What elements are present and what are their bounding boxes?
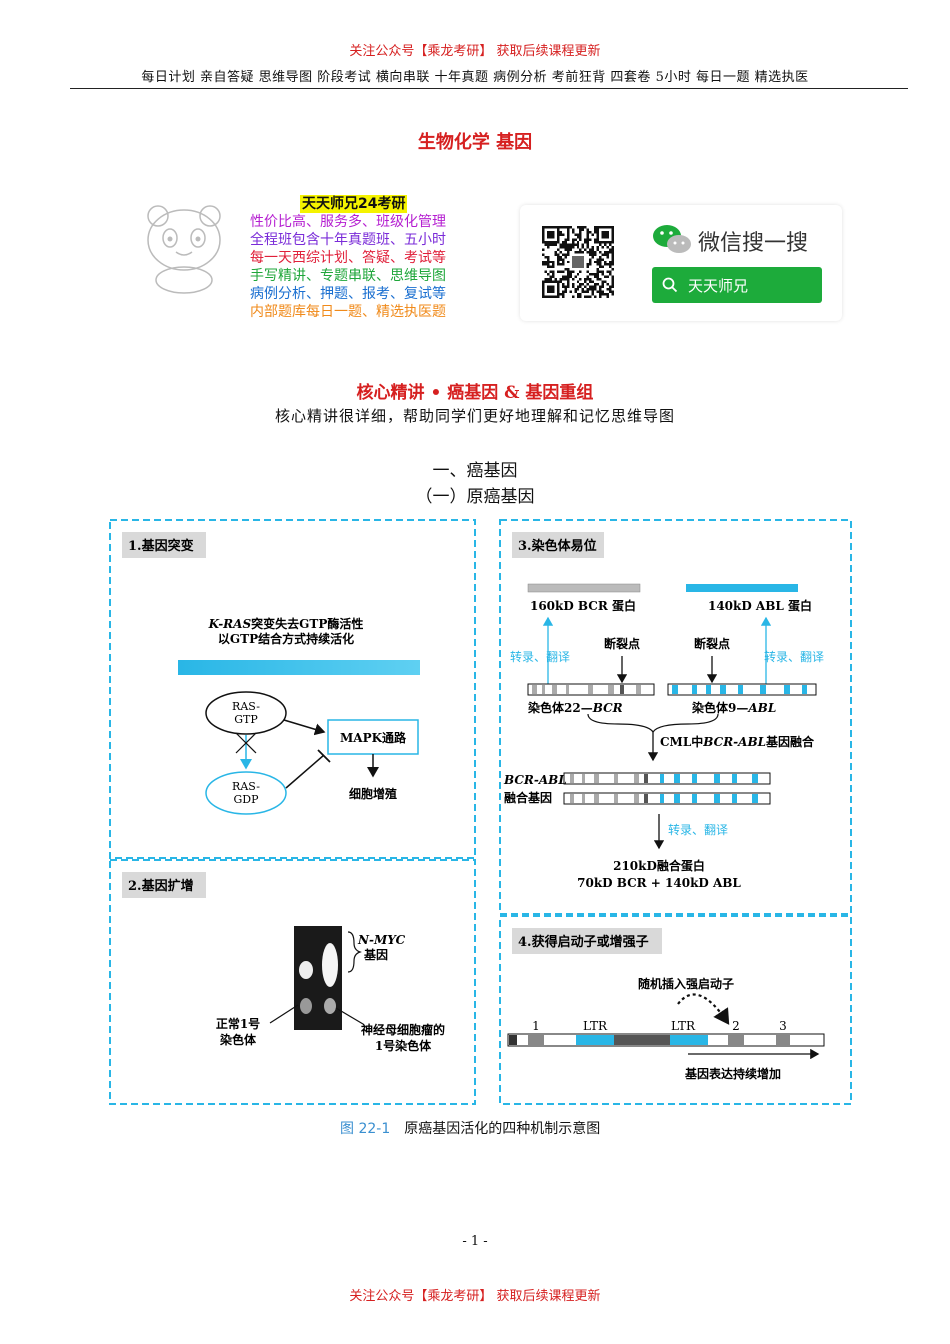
section-title: 核心精讲 • 癌基因 & 基因重组 bbox=[356, 383, 594, 403]
header-promo: 关注公众号【乘龙考研】 获取后续课程更新 bbox=[349, 44, 601, 59]
svg-text:断裂点: 断裂点 bbox=[694, 636, 730, 651]
figure-proto-oncogene-mechanisms: 1.基因突变 K-RAS突变失去GTP酶活性 以GTP结合方式持续活化 RAS-… bbox=[109, 519, 852, 1105]
panel1-title: 1.基因突变 bbox=[128, 538, 194, 554]
nmyc-label: N-MYC bbox=[357, 933, 406, 947]
fusion-gene-bar-2 bbox=[563, 792, 771, 805]
fusion-gene-bar-1 bbox=[563, 772, 771, 785]
fusion-protein-label: 210kD融合蛋白 bbox=[613, 858, 705, 873]
panel3-border bbox=[499, 519, 852, 915]
panel1-kras: K-RAS bbox=[208, 617, 252, 631]
chromosome-9-bar bbox=[667, 683, 817, 696]
panel3-title: 3.染色体易位 bbox=[518, 538, 597, 554]
wechat-search-button[interactable]: 天天师兄 bbox=[652, 267, 822, 303]
svg-text:70kD BCR + 140kD ABL: 70kD BCR + 140kD ABL bbox=[577, 876, 741, 890]
wechat-account-label: 天天师兄 bbox=[688, 277, 749, 295]
svg-text:基因: 基因 bbox=[363, 947, 388, 962]
panel1-desc2: 以GTP结合方式持续活化 bbox=[218, 631, 354, 646]
svg-text:染色体22—BCR: 染色体22—BCR bbox=[527, 700, 623, 715]
footer-promo: 关注公众号【乘龙考研】 获取后续课程更新 bbox=[349, 1289, 601, 1304]
neuro-chr-label: 神经母细胞瘤的 bbox=[361, 1022, 445, 1037]
ad-line: 性价比高、服务多、班级化管理 bbox=[250, 214, 446, 230]
ad-text-block: 天天师兄24考研 性价比高、服务多、班级化管理全程班包含十年真题班、五小时每一天… bbox=[250, 195, 446, 321]
wechat-logo-icon bbox=[653, 225, 691, 253]
svg-text:RAS-: RAS- bbox=[232, 700, 260, 713]
search-icon bbox=[662, 277, 678, 293]
panel3-chromosome-translocation: 3.染色体易位 160kD BCR 蛋白 140kD ABL 蛋白 转录、翻译 … bbox=[503, 532, 824, 890]
chromosome-22-bar bbox=[527, 683, 655, 696]
panel1-desc1: 突变失去GTP酶活性 bbox=[251, 616, 363, 631]
header-nav: 每日计划 亲自答疑 思维导图 阶段考试 横向串联 十年真题 病例分析 考前狂背 … bbox=[141, 70, 809, 85]
promoter-gene-bar: 1 LTR LTR 2 3 bbox=[507, 1019, 825, 1047]
panel2-border bbox=[109, 859, 476, 1105]
header-divider bbox=[70, 88, 908, 89]
heading-oncogene: 一、癌基因 bbox=[432, 461, 518, 481]
panel1-border bbox=[109, 519, 476, 859]
bcr-protein-bar bbox=[527, 583, 641, 593]
svg-text:K-RAS突变失去GTP酶活性: K-RAS突变失去GTP酶活性 bbox=[208, 616, 364, 631]
svg-text:转录、翻译: 转录、翻译 bbox=[668, 822, 728, 837]
ad-title: 天天师兄24考研 bbox=[300, 195, 408, 213]
caption-number: 图 22-1 bbox=[340, 1121, 391, 1137]
ad-line: 全程班包含十年真题班、五小时 bbox=[250, 232, 446, 248]
page-number: - 1 - bbox=[462, 1234, 488, 1249]
svg-text:MAPK通路: MAPK通路 bbox=[340, 730, 407, 745]
panel1-gene-mutation: 1.基因突变 K-RAS突变失去GTP酶活性 以GTP结合方式持续活化 RAS-… bbox=[122, 532, 420, 815]
ad-line: 每一天西综计划、答疑、考试等 bbox=[250, 250, 446, 266]
panel4-promoter-enhancer: 4.获得启动子或增强子 随机插入强启动子 1 LTR LTR 2 3 基因表达持续增加 bbox=[507, 928, 825, 1081]
ras-gtp-node bbox=[205, 691, 287, 735]
svg-text:转录、翻译: 转录、翻译 bbox=[764, 649, 824, 664]
normal-chr-label: 正常1号 bbox=[216, 1016, 260, 1031]
exon-label: 2 bbox=[732, 1019, 740, 1033]
ad-line: 内部题库每日一题、精选执医题 bbox=[250, 304, 446, 320]
exon-label: 1 bbox=[532, 1019, 540, 1033]
panel2-gene-amplification: 2.基因扩增 N-MYC 基因 正常1号 染色体 神经母细胞瘤的 1号染色体 bbox=[122, 872, 445, 1053]
mapk-node bbox=[327, 719, 419, 755]
exon-label: 3 bbox=[779, 1019, 787, 1033]
exon-label: LTR bbox=[671, 1019, 696, 1033]
panel4-title: 4.获得启动子或增强子 bbox=[518, 934, 649, 950]
panel1-blue-bar bbox=[178, 660, 420, 675]
svg-text:160kD BCR 蛋白: 160kD BCR 蛋白 bbox=[530, 598, 636, 613]
wechat-search-label: 微信搜一搜 bbox=[698, 231, 809, 256]
svg-text:CML中BCR-ABL基因融合: CML中BCR-ABL基因融合 bbox=[660, 734, 815, 749]
ad-line: 病例分析、押题、报考、复试等 bbox=[250, 286, 446, 302]
panel4-border bbox=[499, 915, 852, 1105]
insert-label: 随机插入强启动子 bbox=[638, 976, 734, 991]
figure-caption: 图 22-1 原癌基因活化的四种机制示意图 bbox=[340, 1118, 600, 1138]
fusion-gene-label: BCR-ABL bbox=[503, 773, 567, 787]
exon-label: LTR bbox=[583, 1019, 608, 1033]
svg-text:RAS-: RAS- bbox=[232, 780, 260, 793]
svg-text:染色体9—ABL: 染色体9—ABL bbox=[691, 700, 776, 715]
svg-text:140kD ABL 蛋白: 140kD ABL 蛋白 bbox=[708, 598, 812, 613]
panda-mascot-icon bbox=[147, 205, 221, 294]
ad-lines: 性价比高、服务多、班级化管理全程班包含十年真题班、五小时每一天西综计划、答疑、考… bbox=[250, 213, 446, 321]
svg-text:断裂点: 断裂点 bbox=[604, 636, 640, 651]
svg-text:GTP: GTP bbox=[234, 713, 258, 726]
svg-text:GDP: GDP bbox=[233, 793, 259, 806]
svg-text:染色体: 染色体 bbox=[219, 1032, 257, 1047]
svg-text:转录、翻译: 转录、翻译 bbox=[510, 649, 570, 664]
panel2-title: 2.基因扩增 bbox=[128, 878, 194, 894]
proliferation-label: 细胞增殖 bbox=[349, 786, 397, 801]
svg-text:融合基因: 融合基因 bbox=[504, 790, 552, 805]
heading-proto-oncogene: （一）原癌基因 bbox=[415, 487, 535, 507]
ras-gdp-node bbox=[205, 771, 287, 815]
abl-protein-bar bbox=[686, 584, 798, 592]
svg-text:1号染色体: 1号染色体 bbox=[375, 1038, 432, 1053]
expression-label: 基因表达持续增加 bbox=[684, 1066, 781, 1081]
document-title: 生物化学 基因 bbox=[417, 132, 533, 153]
section-subtitle: 核心精讲很详细，帮助同学们更好地理解和记忆思维导图 bbox=[274, 407, 675, 425]
caption-text: 原癌基因活化的四种机制示意图 bbox=[404, 1121, 601, 1137]
qr-code-icon bbox=[542, 226, 614, 298]
ad-line: 手写精讲、专题串联、思维导图 bbox=[250, 268, 446, 284]
